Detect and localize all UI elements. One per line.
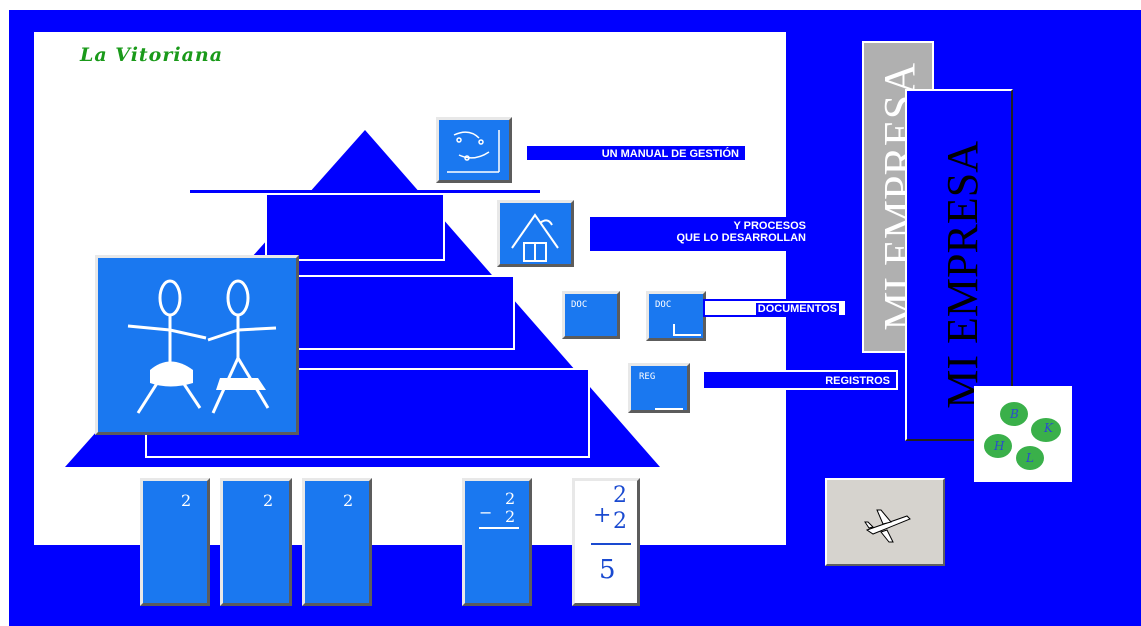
registros-label[interactable]: REGISTROS (702, 370, 898, 390)
card5-mid: 2 (613, 509, 627, 534)
airplane-button[interactable] (825, 478, 945, 566)
procesos-button[interactable] (497, 200, 574, 267)
clover-emblem: B K H L (974, 386, 1072, 482)
number-card-1[interactable]: 2 (140, 478, 210, 606)
card1-value: 2 (181, 491, 191, 510)
card4-bottom: 2 (505, 507, 515, 526)
pyramid-tier-1 (267, 195, 443, 259)
emblem-letter-h: H (993, 439, 1005, 453)
number-card-2[interactable]: 2 (220, 478, 292, 606)
emblem-letter-l: L (1025, 451, 1034, 465)
addition-card[interactable]: 2 + 2 5 (572, 478, 640, 606)
emblem-letter-b: B (1009, 407, 1019, 421)
brand-logo-text: La Vitoriana (80, 44, 223, 66)
manual-icon (439, 120, 509, 180)
card5-line (591, 543, 631, 545)
airplane-icon (863, 504, 913, 544)
card4-line (479, 527, 519, 529)
doc-icon-1: DOC (571, 300, 587, 310)
clover-logo-icon: B K H L (974, 386, 1072, 482)
manual-button[interactable] (436, 117, 512, 183)
card5-top: 2 (613, 483, 627, 508)
reg-icon: REG (639, 372, 655, 382)
people-button[interactable] (95, 255, 299, 435)
card2-value: 2 (263, 491, 273, 510)
subtraction-card[interactable]: 2 − 2 (462, 478, 532, 606)
card4-top: 2 (505, 489, 515, 508)
manual-label[interactable]: UN MANUAL DE GESTIÓN (525, 144, 747, 162)
procesos-label-line1: Y PROCESOS (590, 220, 806, 232)
doc-button-2[interactable]: DOC (646, 291, 706, 341)
people-icon (98, 258, 296, 432)
house-process-icon (500, 203, 571, 264)
mi-empresa-front-label: MI EMPRESA (937, 141, 988, 409)
card5-result: 5 (599, 555, 616, 585)
card5-sign: + (593, 503, 611, 528)
doc-lines (673, 324, 701, 336)
doc-icon-2: DOC (655, 300, 671, 310)
doc-button-1[interactable]: DOC (562, 291, 620, 339)
emblem-letter-k: K (1043, 421, 1054, 435)
card3-value: 2 (343, 491, 353, 510)
pyramid-tier-2 (267, 277, 513, 348)
documentos-label: DOCUMENTOS (756, 303, 839, 315)
procesos-label[interactable]: Y PROCESOS QUE LO DESARROLLAN (590, 217, 812, 251)
card4-sign: − (479, 503, 492, 522)
number-card-3[interactable]: 2 (302, 478, 372, 606)
documentos-label-box[interactable]: DOCUMENTOS (703, 299, 847, 317)
reg-button[interactable]: REG (628, 363, 690, 413)
reg-lines (655, 400, 683, 410)
procesos-label-line2: QUE LO DESARROLLAN (590, 232, 806, 244)
